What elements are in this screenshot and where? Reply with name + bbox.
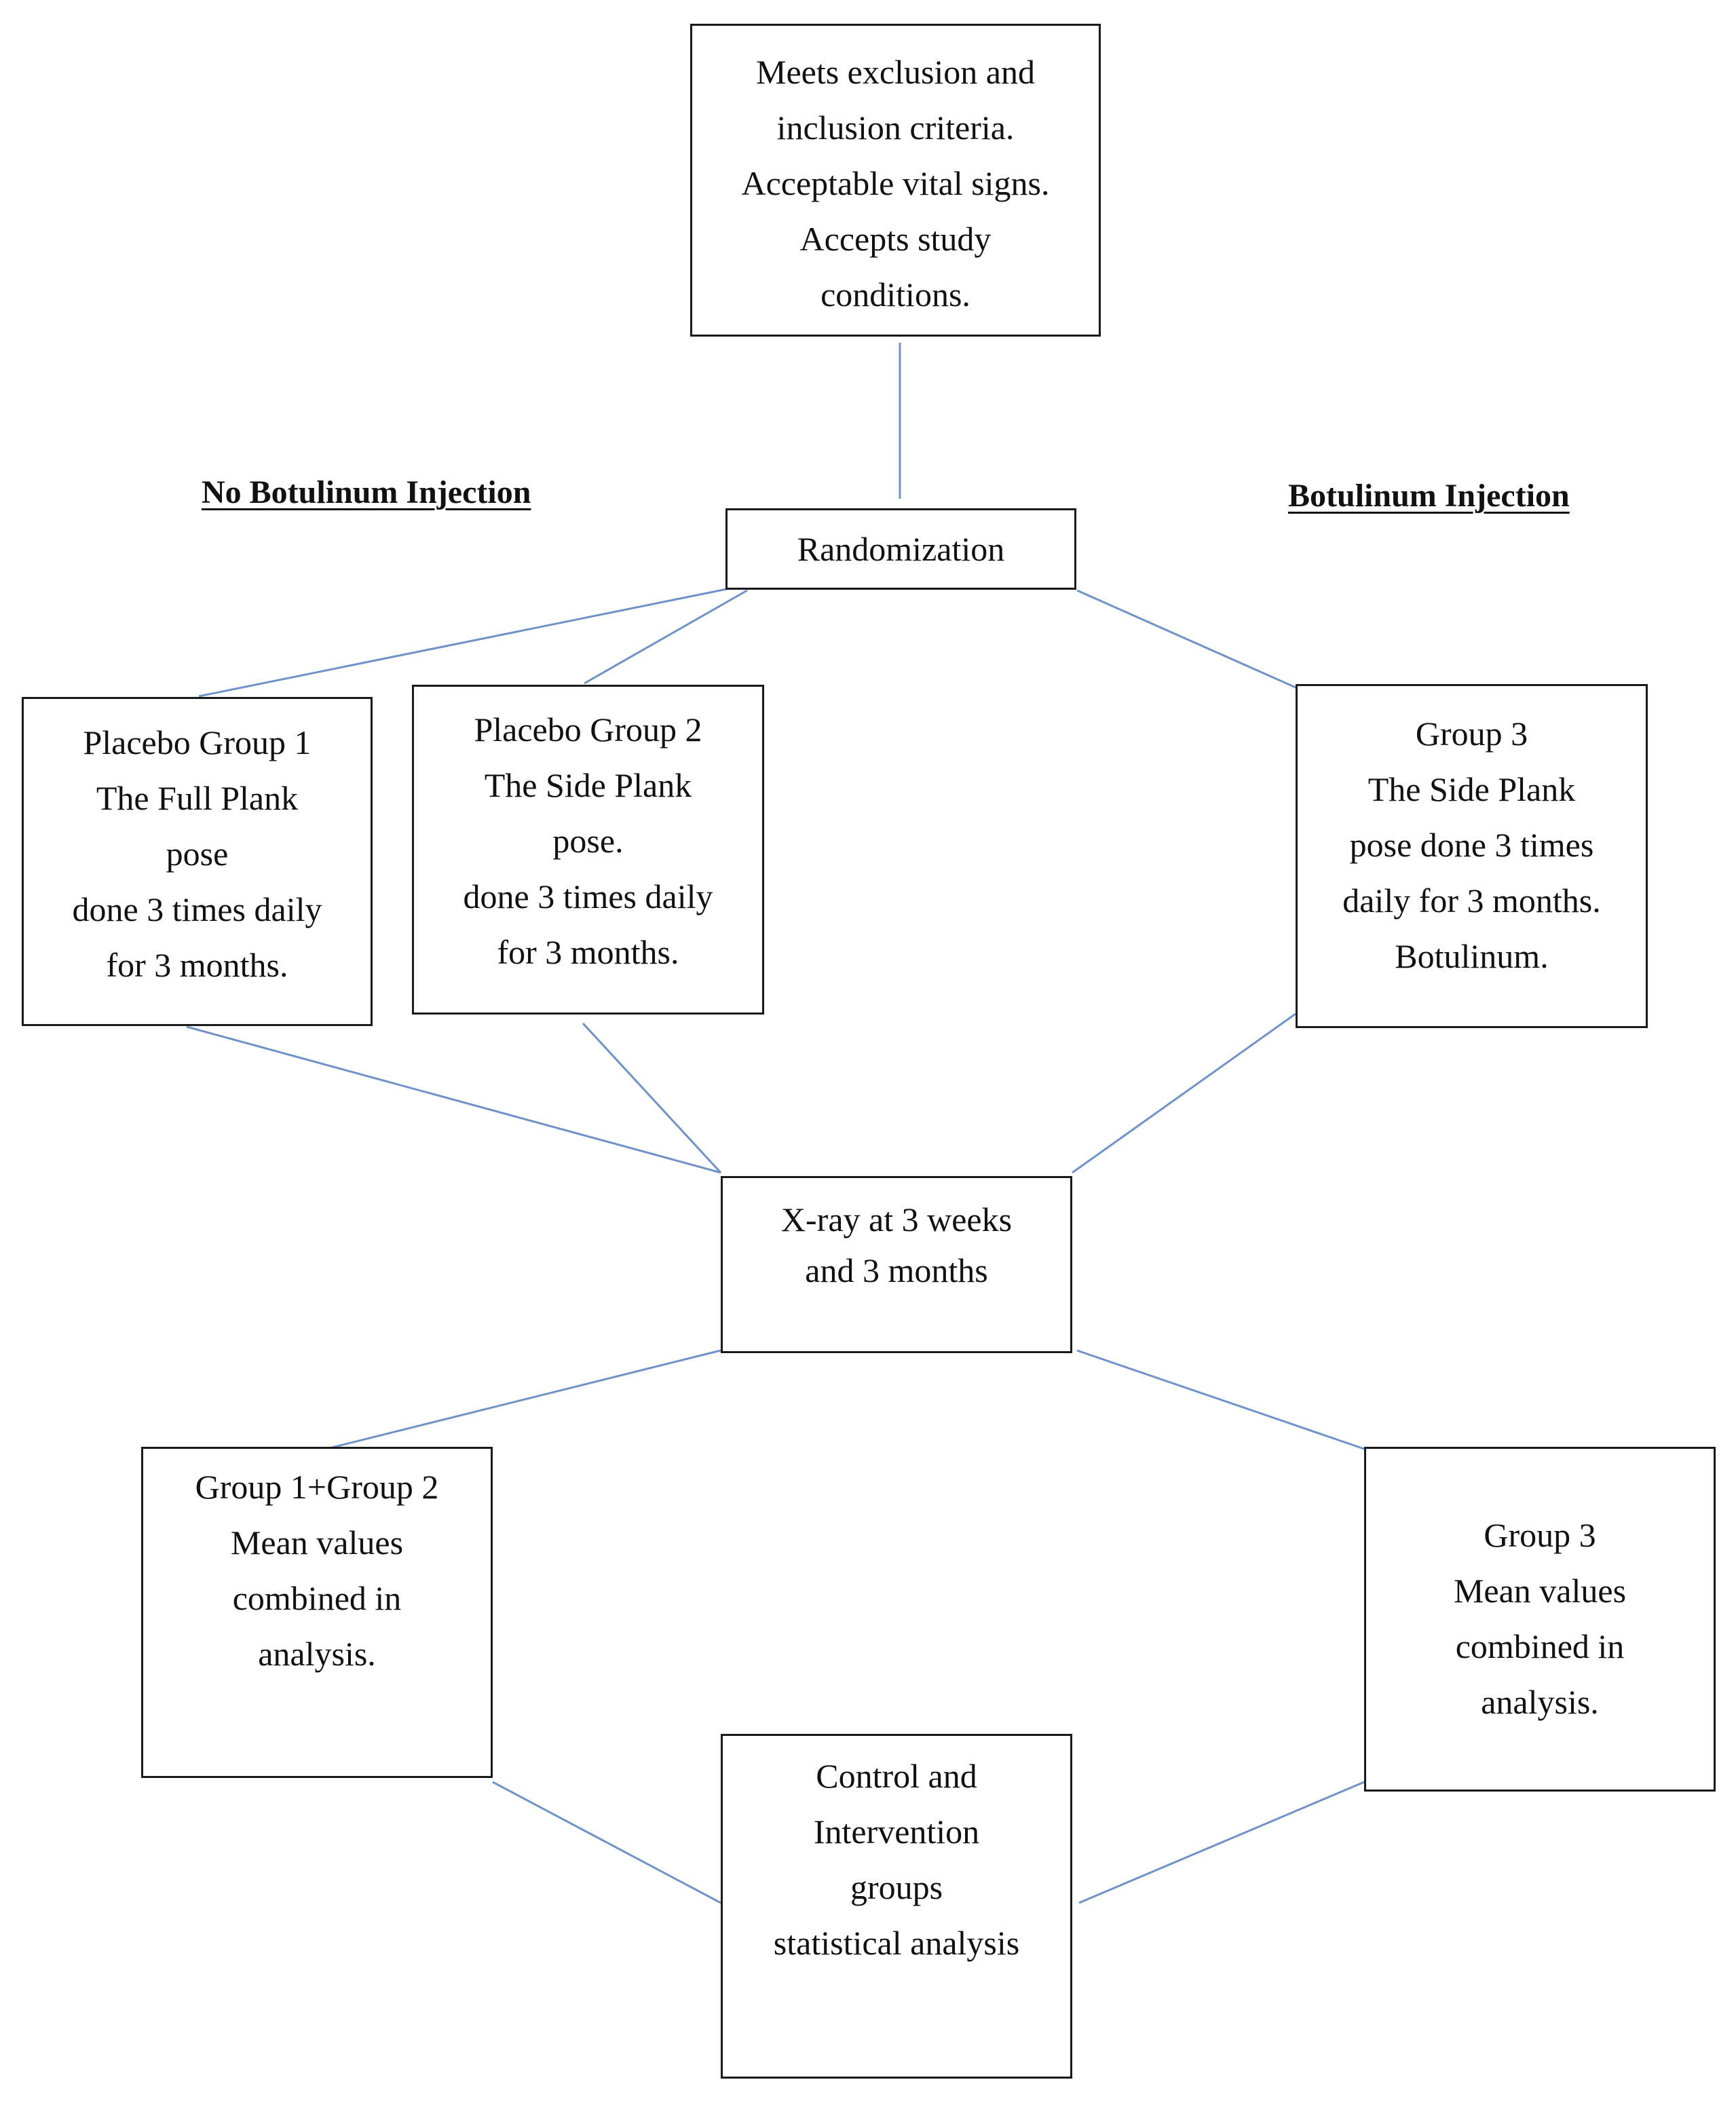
box-text-line: Accepts study: [799, 220, 992, 258]
box-eligibility-criteria: Meets exclusion and inclusion criteria. Ac…: [690, 24, 1101, 337]
box-text-line: combined in: [232, 1579, 402, 1617]
box-text-line: inclusion criteria.: [776, 109, 1015, 147]
box-text-line: Intervention: [813, 1813, 980, 1851]
box-text-line: Group 1+Group 2: [195, 1468, 439, 1506]
connector-placebo2-to-xray: [582, 1022, 722, 1174]
connector-combined3-to-analysis: [1078, 1781, 1365, 1904]
box-text-line: Meets exclusion and: [755, 53, 1035, 91]
box-text-line: analysis.: [1481, 1683, 1599, 1721]
box-text-line: Placebo Group 2: [474, 711, 702, 749]
connector-xray-to-combined12: [326, 1349, 721, 1450]
box-text-line: conditions.: [820, 276, 970, 314]
heading-no-botulinum-injection: No Botulinum Injection: [202, 474, 531, 510]
box-text-line: Mean values: [1453, 1572, 1627, 1610]
box-group-3: Group 3 The Side Plank pose done 3 times da…: [1296, 684, 1648, 1028]
box-text-line: Control and: [816, 1757, 977, 1795]
box-text-line: statistical analysis: [773, 1924, 1020, 1962]
connector-placebo1-to-xray: [186, 1025, 721, 1174]
box-text-line: analysis.: [258, 1635, 376, 1673]
box-text-line: The Side Plank: [1367, 770, 1576, 808]
box-text-line: daily for 3 months.: [1342, 882, 1601, 920]
connector-combined12-to-analysis: [492, 1781, 721, 1904]
box-text-line: and 3 months: [805, 1251, 988, 1289]
box-placebo-group-1: Placebo Group 1 The Full Plank pose done 3 …: [22, 697, 373, 1026]
box-text-line: Acceptable vital signs.: [741, 164, 1050, 202]
box-text-line: Botulinum.: [1395, 937, 1549, 975]
box-randomization: Randomization: [725, 508, 1076, 590]
box-text-line: The Full Plank: [96, 779, 299, 817]
connector-xray-to-combined3: [1076, 1349, 1365, 1450]
box-text-line: pose.: [552, 822, 624, 860]
box-text-line: pose: [166, 835, 229, 873]
box-placebo-group-2: Placebo Group 2 The Side Plank pose. done 3…: [412, 685, 764, 1015]
box-text-line: pose done 3 times: [1349, 826, 1594, 864]
heading-botulinum-injection: Botulinum Injection: [1288, 478, 1570, 514]
box-text-line: done 3 times daily: [463, 877, 713, 915]
box-text-line: groups: [850, 1868, 943, 1906]
box-text-line: Mean values: [230, 1523, 404, 1561]
box-xray-timing: X-ray at 3 weeks and 3 months: [721, 1176, 1072, 1353]
box-group-3-combined: Group 3 Mean values combined in analysis.: [1364, 1447, 1716, 1792]
box-text-line: done 3 times daily: [72, 890, 322, 928]
box-groups-1-2-combined: Group 1+Group 2 Mean values combined in ana…: [141, 1447, 493, 1778]
connector-group3-to-xray: [1072, 1012, 1296, 1174]
connector-randomization-to-placebo1: [198, 588, 728, 698]
connector-randomization-to-placebo2: [584, 589, 748, 685]
box-text-line: X-ray at 3 weeks: [780, 1200, 1013, 1238]
box-text-line: combined in: [1455, 1627, 1625, 1665]
box-text-line: Group 3: [1415, 715, 1528, 753]
connector-randomization-to-group3: [1076, 589, 1296, 689]
box-text-line: for 3 months.: [106, 946, 288, 984]
box-text-line: Placebo Group 1: [83, 723, 312, 761]
box-text-line: for 3 months.: [497, 933, 679, 971]
box-text-line: Group 3: [1484, 1516, 1596, 1554]
box-text-line: The Side Plank: [484, 766, 692, 804]
box-text-line: Randomization: [797, 530, 1005, 568]
